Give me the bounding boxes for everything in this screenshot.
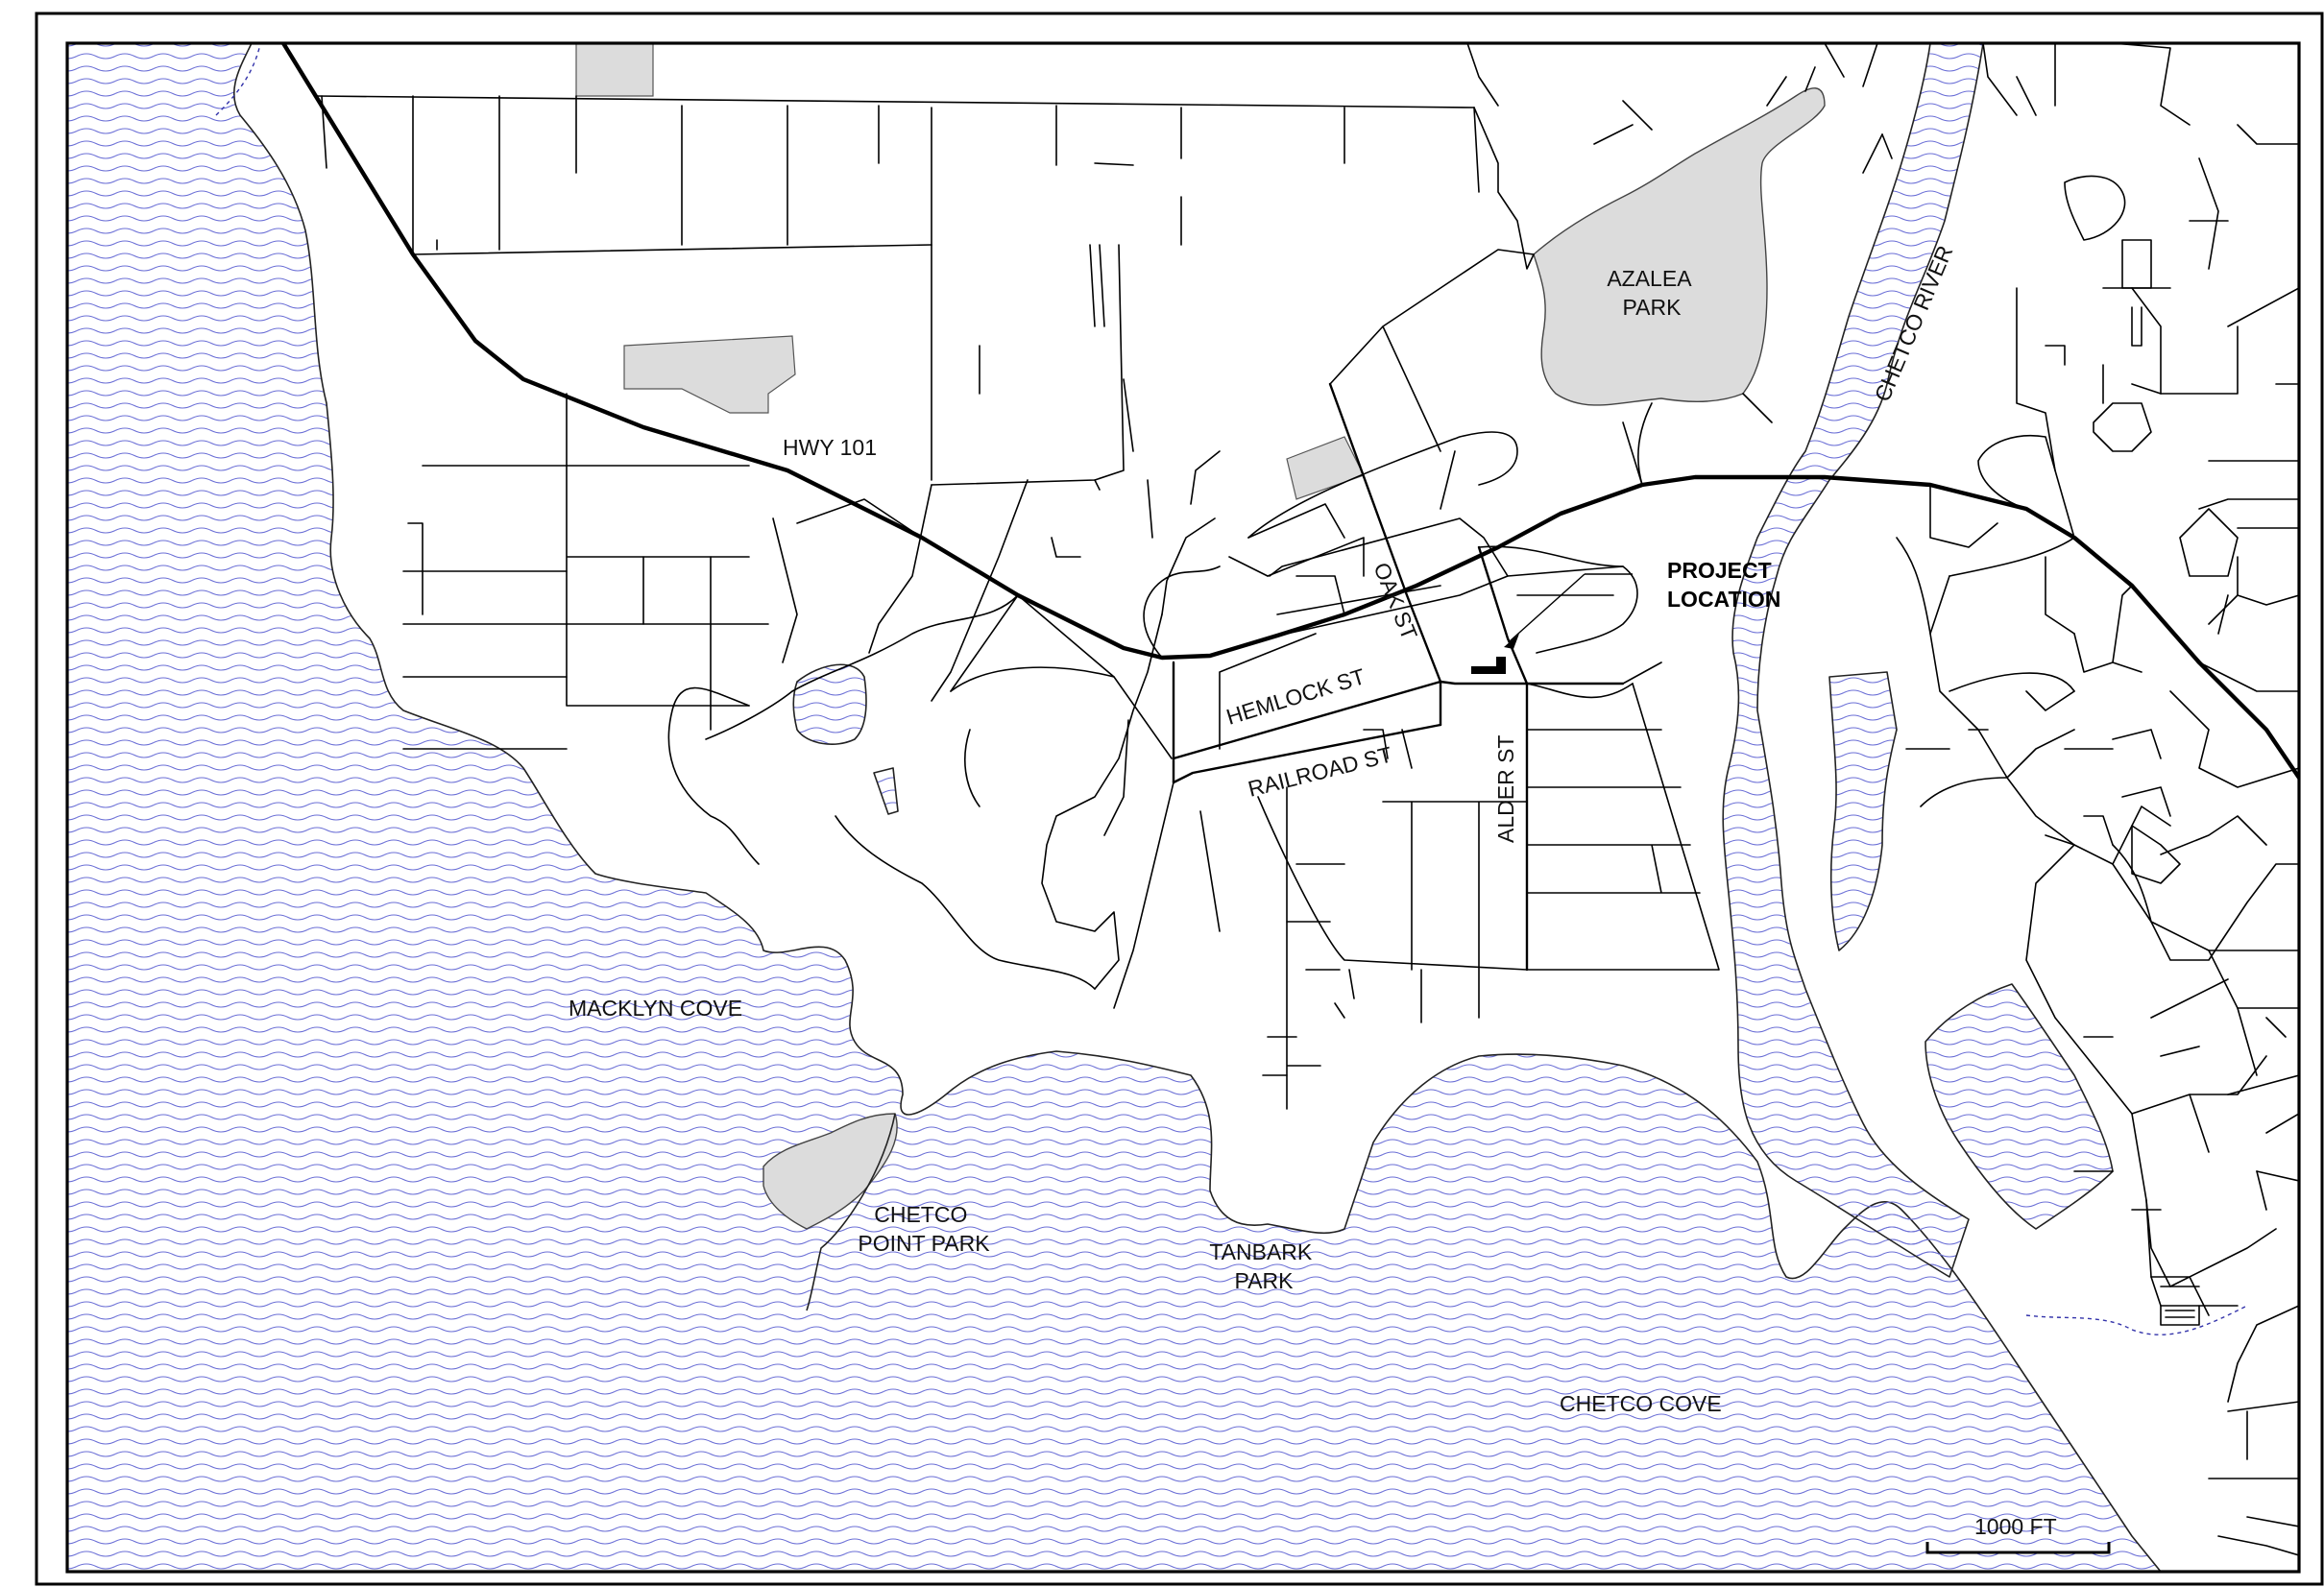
macklyn-cove-label: MACKLYN COVE bbox=[569, 996, 742, 1021]
sheet-border bbox=[35, 12, 2324, 1586]
alder-street-label: ALDER ST bbox=[1493, 735, 1518, 843]
tanbark-park-label: TANBARK PARK bbox=[1209, 1239, 1318, 1293]
azalea-park-label: AZALEA PARK bbox=[1607, 266, 1696, 320]
azalea-park-area bbox=[1533, 87, 1826, 406]
chetco-point-land bbox=[806, 1113, 896, 1311]
alder-street bbox=[1477, 545, 1529, 972]
chetco-river-water bbox=[1722, 43, 1984, 1278]
scale-bar-label: 1000 FT bbox=[1974, 1514, 2057, 1539]
inland-lake-water bbox=[792, 663, 867, 745]
north-lot bbox=[575, 43, 654, 97]
downtown-connector bbox=[1172, 661, 1625, 784]
chetco-point-park-area bbox=[763, 1113, 898, 1230]
river-marsh-water bbox=[1828, 671, 1898, 951]
chetco-point-park-label: CHETCO POINT PARK bbox=[858, 1202, 990, 1256]
small-pond-water bbox=[873, 767, 899, 815]
leader-arrow-icon bbox=[1504, 634, 1519, 649]
shoreline-dashed bbox=[215, 47, 260, 116]
chetco-cove-label: CHETCO COVE bbox=[1560, 1391, 1722, 1416]
highway-101 bbox=[280, 43, 2299, 781]
project-building-icon bbox=[1471, 657, 1506, 674]
oak-street bbox=[1328, 382, 1442, 684]
minor-streets bbox=[316, 43, 2299, 1556]
map-frame bbox=[65, 41, 2301, 1574]
hwy-101-label: HWY 101 bbox=[783, 435, 877, 460]
school-lot bbox=[623, 335, 796, 414]
hemlock-street bbox=[1172, 680, 1442, 760]
ocean-water bbox=[67, 43, 2162, 1572]
project-leader-line bbox=[1509, 573, 1586, 642]
project-location-label: PROJECT LOCATION bbox=[1667, 558, 1780, 612]
scale-bar: 1000 FT bbox=[1925, 1514, 2111, 1554]
scale-bar-line bbox=[1925, 1542, 2111, 1554]
railroad-street bbox=[1172, 723, 1442, 784]
